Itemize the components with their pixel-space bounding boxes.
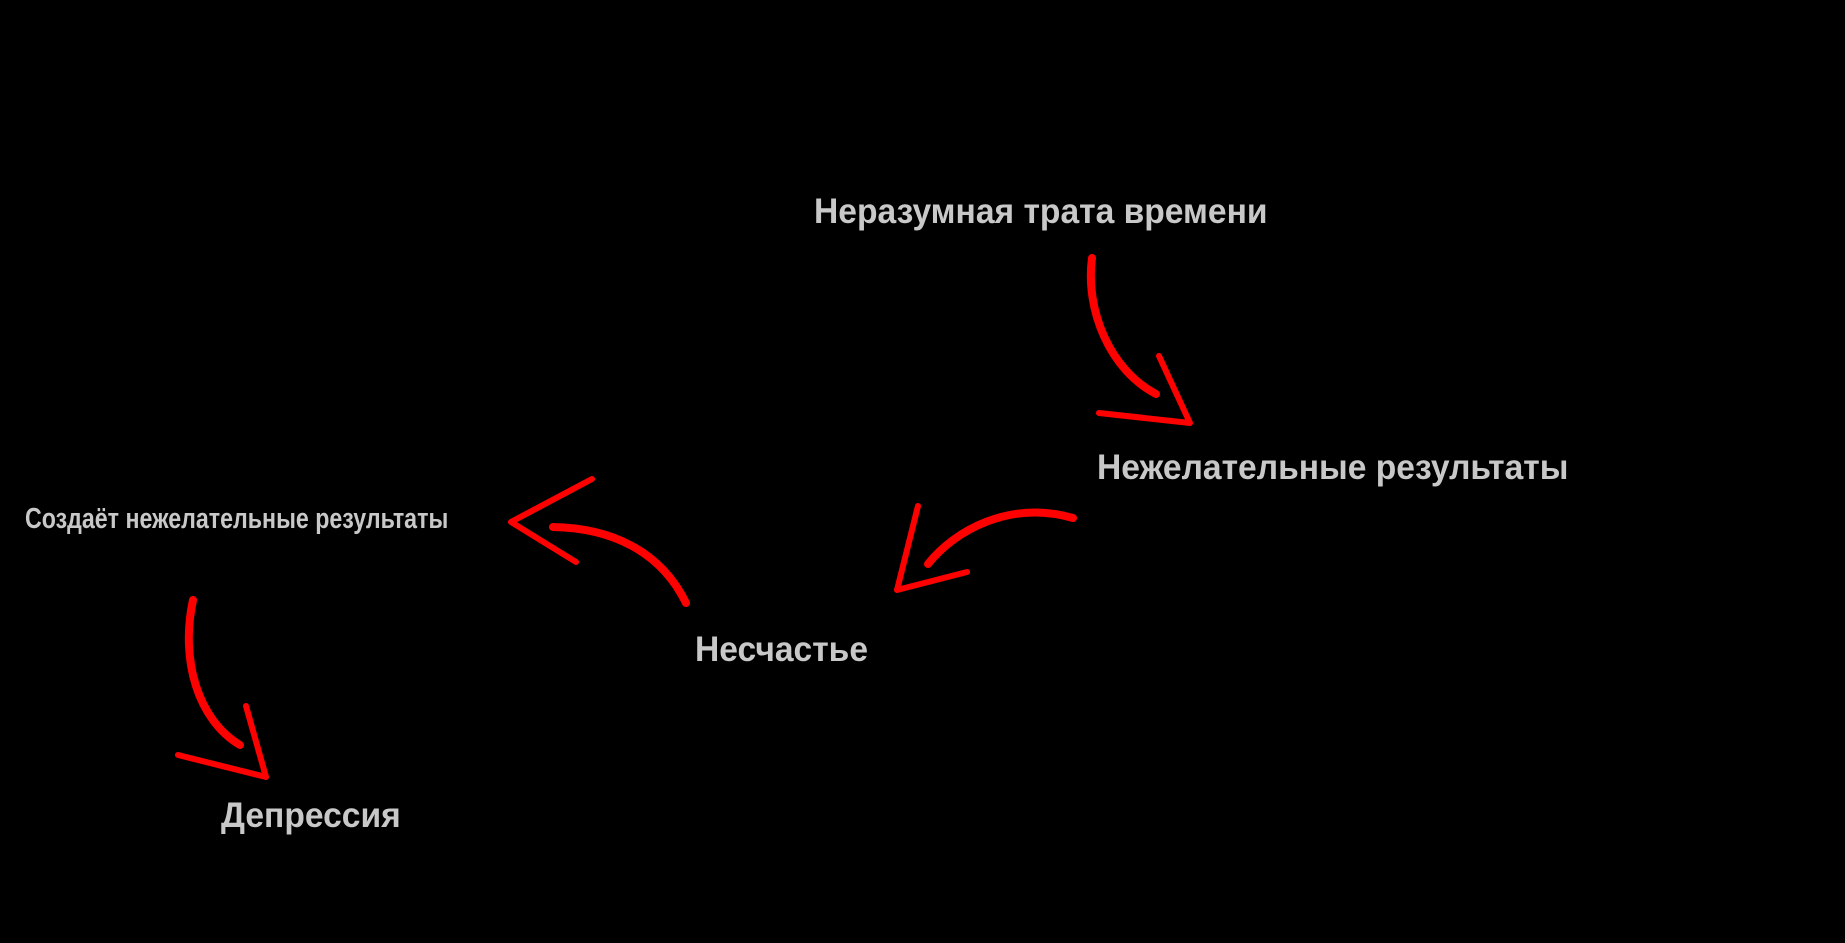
arrow-icon-1 (1086, 254, 1193, 426)
arrow-icon-3 (508, 476, 690, 607)
node-creates-undesired-results: Создаёт нежелательные результаты (25, 503, 449, 535)
node-unhappiness: Несчастье (695, 630, 869, 669)
node-depression: Депрессия (221, 796, 401, 835)
node-undesired-results: Нежелательные результаты (1097, 448, 1569, 487)
arrow-icon-4 (175, 596, 269, 780)
arrow-icon-2 (894, 503, 1077, 593)
node-wasting-time: Неразумная трата времени (814, 192, 1268, 231)
